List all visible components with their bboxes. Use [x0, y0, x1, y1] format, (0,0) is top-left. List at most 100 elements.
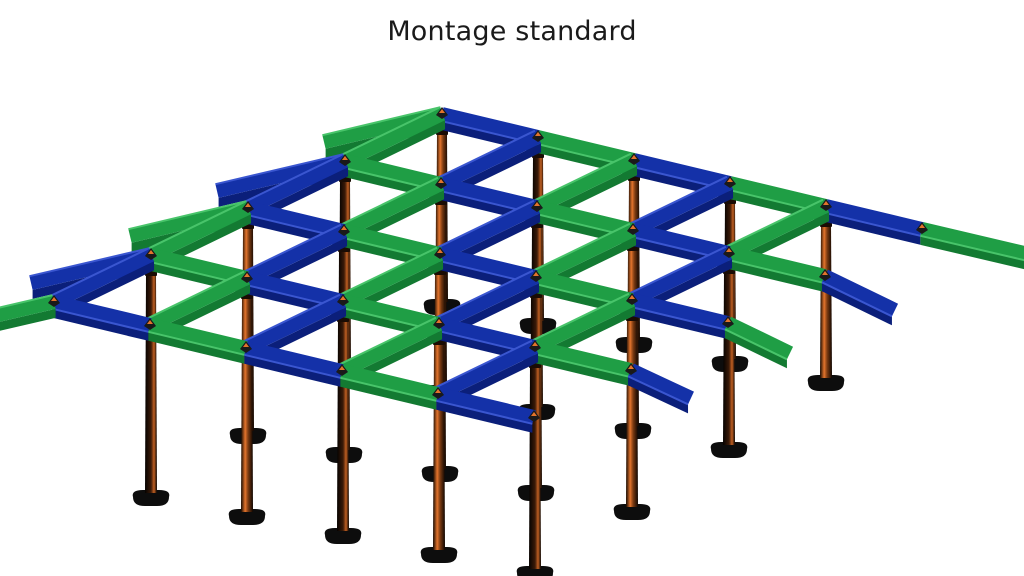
beam-joint-head [435, 389, 441, 393]
beam-joint-head [631, 155, 637, 159]
beam-top-face [533, 340, 633, 377]
beam-joint-head [534, 202, 540, 206]
beam-side-face [727, 259, 824, 292]
beam-highlight [727, 258, 824, 284]
beam-joint-head [341, 226, 347, 230]
beam-side-face [436, 400, 533, 433]
beam-top-face [728, 176, 828, 213]
beam-highlight [242, 293, 341, 343]
pillar-shaft [145, 273, 157, 493]
beam-joint-head [533, 272, 539, 276]
beam-joint-head [535, 132, 541, 136]
beam-highlight [629, 175, 728, 225]
beam-joint-head [727, 178, 733, 182]
beam-highlight [435, 269, 534, 319]
beam-top-face [0, 295, 56, 322]
beam-top-face [243, 224, 348, 285]
beam-top-face [437, 130, 542, 191]
beam-blue [627, 363, 694, 414]
beam-top-face [322, 107, 444, 149]
beam-blue [821, 269, 899, 326]
beam-green [340, 364, 440, 410]
beam-highlight [341, 106, 440, 156]
beam-joint-head [532, 342, 538, 346]
beam-highlight [533, 152, 632, 202]
pillar-shaft [529, 365, 541, 569]
beam-top-face [436, 387, 536, 424]
beam-top-face [727, 246, 827, 283]
beam-joint-head [243, 343, 249, 347]
beam-top-face [534, 270, 634, 307]
beam-top-face [531, 293, 636, 354]
beam-highlight [338, 316, 437, 366]
beam-top-face [628, 246, 733, 307]
beam-highlight [50, 247, 149, 297]
beam-joint-head [147, 320, 153, 324]
beam-green [533, 340, 633, 386]
beam-joint-head [823, 201, 829, 205]
beam-side-face [52, 308, 149, 341]
beam-side-face [340, 377, 437, 410]
beam-top-face [339, 247, 444, 308]
pillar-foot [710, 442, 748, 458]
beam-top-face [340, 364, 440, 401]
diagram-title: Montage standard [387, 16, 637, 47]
beam-top-face [629, 176, 734, 237]
beam-green [727, 246, 827, 292]
beam-top-face [628, 363, 694, 405]
pillar-foot [420, 547, 458, 563]
beam-blue [52, 295, 152, 341]
pillar-foot [324, 528, 362, 544]
beam-highlight [724, 328, 788, 361]
beam-highlight [244, 153, 343, 203]
beam-top-face [439, 177, 539, 214]
beam-top-face [343, 154, 443, 191]
beam-side-face [724, 329, 787, 369]
beam-top-face [340, 177, 445, 238]
beam-highlight [436, 399, 533, 425]
beam-joint-head [439, 109, 445, 113]
beam-side-face [630, 306, 727, 339]
beam-top-face [725, 199, 830, 260]
beam-green [724, 316, 794, 369]
beam-top-face [147, 201, 252, 262]
beam-joint-head [436, 319, 442, 323]
pillar-foot [516, 566, 554, 576]
beam-top-face [440, 107, 540, 144]
beam-highlight [340, 376, 437, 402]
beam-highlight [147, 200, 246, 250]
beam-top-face [52, 295, 152, 332]
beam-joint-head [822, 271, 828, 275]
beam-side-face [0, 308, 56, 331]
beam-side-face [533, 353, 630, 386]
beam-highlight [52, 307, 149, 333]
beam-top-face [920, 222, 1024, 261]
beam-top-face [242, 294, 347, 355]
beam-top-face [533, 153, 638, 214]
beam-top-face [342, 224, 442, 261]
beam-highlight [146, 270, 245, 320]
beam-top-face [29, 248, 153, 290]
beam-joint-head [630, 225, 636, 229]
beam-joint-head [342, 156, 348, 160]
pillar-foot [807, 375, 845, 391]
beam-side-face [824, 212, 921, 245]
beam-top-face [341, 294, 441, 331]
beam-highlight [436, 199, 535, 249]
beams-layer [0, 106, 1024, 433]
pillar-foot [613, 504, 651, 520]
beam-top-face [128, 201, 250, 243]
pillar-shaft [820, 224, 832, 378]
beam-blue [824, 199, 924, 245]
beam-joint-head [437, 249, 443, 253]
beam-joint-head [245, 203, 251, 207]
beam-highlight [340, 176, 439, 226]
beam-top-face [435, 270, 540, 331]
beam-top-face [824, 199, 924, 236]
beam-top-face [434, 340, 539, 401]
beam-joint-head [340, 296, 346, 300]
beam-joint-head [725, 318, 731, 322]
beam-top-face [246, 201, 346, 238]
beam-top-face [50, 248, 155, 309]
beam-highlight [434, 339, 533, 389]
